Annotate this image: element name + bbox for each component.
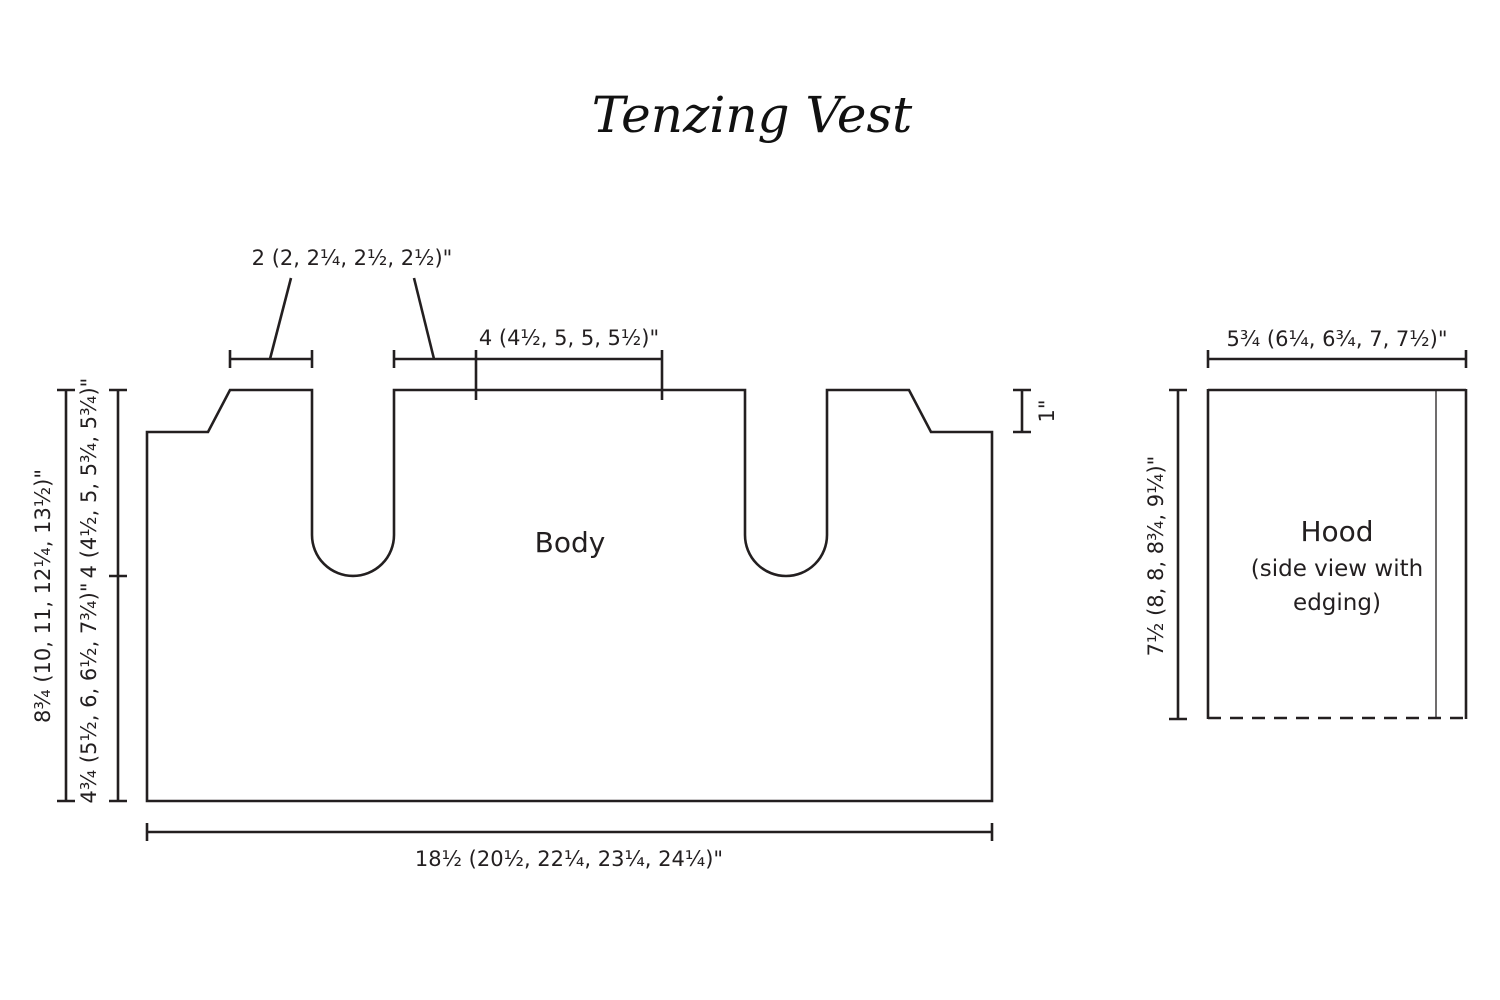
armhole-length-dimension [109,388,127,803]
shoulder-slope-dimension [1013,388,1031,434]
total-length-dimension [57,388,75,803]
hood-width-dimension [1206,350,1468,368]
body-width-label: 18½ (20½, 22¼, 23¼, 24¼)" [415,847,723,871]
diagram-title: Tenzing Vest [592,86,913,144]
shoulder-dimension [228,277,476,368]
hood-height-dimension [1169,388,1187,721]
back-neck-label: 4 (4½, 5, 5, 5½)" [479,326,659,350]
body-width-dimension [145,823,994,841]
hood-width-label: 5¾ (6¼, 6¾, 7, 7½)" [1227,327,1448,351]
shoulder-width-label: 2 (2, 2¼, 2½, 2½)" [252,246,453,270]
hood-label: Hood [1300,515,1373,548]
hood-sublabel-1: (side view with [1251,556,1423,582]
body-label: Body [535,526,606,559]
body-outline [145,388,994,803]
back-neck-dimension [474,350,664,400]
total-length-label: 8¾ (10, 11, 12¼, 13½)" [31,469,55,723]
length-to-armhole-label: 4¾ (5½, 6, 6½, 7¾)" [77,583,101,804]
armhole-depth-label: 4 (4½, 5, 5¾, 5¾)" [77,378,101,579]
hood-height-label: 7½ (8, 8, 8¾, 9¼)" [1144,456,1168,657]
hood-sublabel-2: edging) [1293,590,1381,616]
hood-outline [1206,388,1468,720]
shoulder-slope-label: 1" [1035,399,1059,422]
